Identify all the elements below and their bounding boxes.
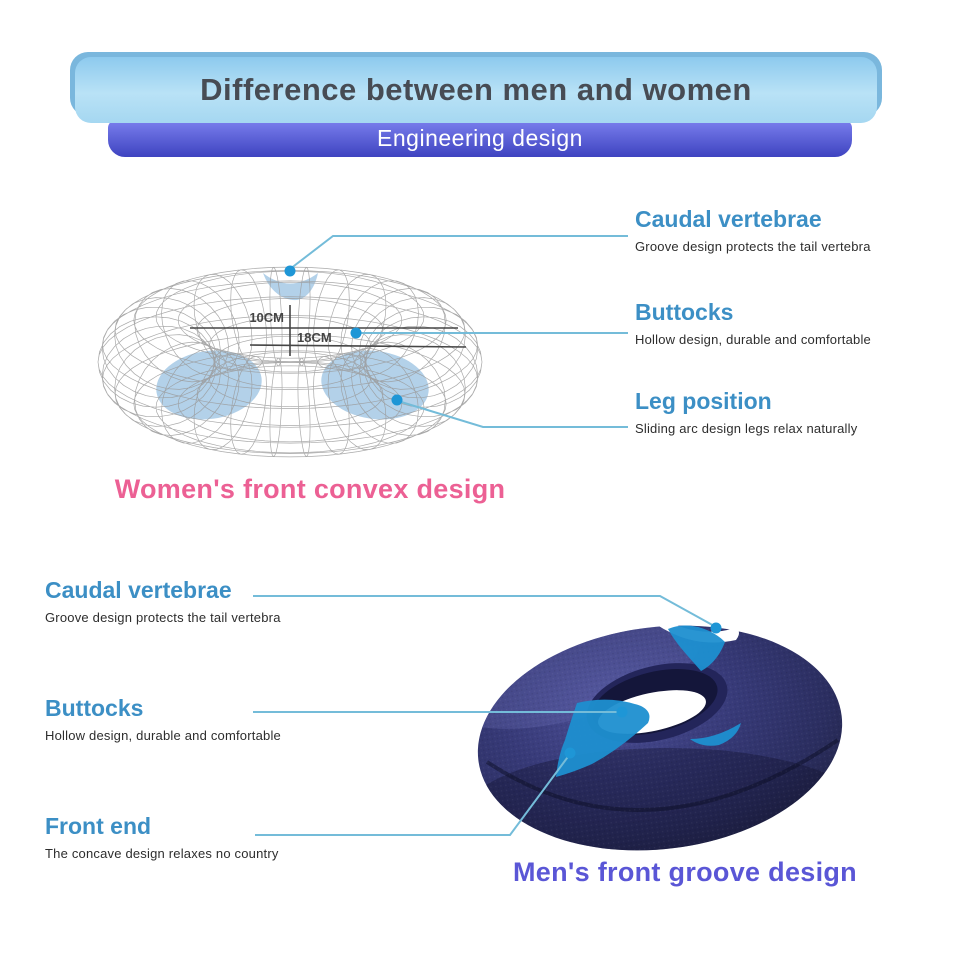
callout-desc: The concave design relaxes no country (45, 846, 279, 862)
callout-title: Caudal vertebrae (45, 577, 232, 603)
callout-buttocks-men: Buttocks Hollow design, durable and comf… (45, 696, 281, 743)
dimension-depth-label: 18CM (297, 330, 332, 345)
men-diagram-caption: Men's front groove design (513, 857, 857, 887)
leader-dot (564, 747, 576, 759)
leader-line (289, 235, 628, 270)
callout-title: Buttocks (45, 695, 144, 721)
banner-title: Difference between men and women (75, 57, 877, 123)
pressure-zone-left (156, 350, 262, 420)
leader-line (253, 595, 717, 628)
leader-dot (616, 706, 628, 718)
leader-line (255, 753, 571, 836)
women-diagram-caption: Women's front convex design (114, 474, 506, 504)
callout-desc: Hollow design, durable and comfortable (45, 728, 281, 744)
callout-title: Caudal vertebrae (635, 206, 822, 232)
leader-line (397, 400, 628, 428)
pressure-zone-right (321, 350, 429, 420)
tailbone-notch-highlight (263, 273, 318, 301)
men-cushion-photo (464, 614, 856, 871)
leader-dot (710, 622, 722, 634)
cyan-highlight-front (556, 699, 650, 777)
callout-title: Leg position (635, 388, 772, 414)
cyan-highlight-hole-edge (690, 723, 741, 746)
wireframe-mesh (97, 266, 483, 458)
callout-title: Front end (45, 813, 152, 839)
callout-desc: Sliding arc design legs relax naturally (635, 421, 858, 437)
callout-front-end-men: Front end The concave design relaxes no … (45, 814, 279, 861)
leader-dot (350, 327, 362, 339)
women-cushion-wireframe: 10CM 18CM (97, 266, 483, 458)
leader-lines (253, 235, 722, 836)
callout-caudal-vertebrae-men: Caudal vertebrae Groove design protects … (45, 578, 281, 625)
callout-title: Buttocks (635, 299, 734, 325)
dimension-line-depth (249, 344, 467, 348)
dimension-width-label: 10CM (249, 310, 284, 325)
callout-buttocks-women: Buttocks Hollow design, durable and comf… (635, 300, 871, 347)
cyan-highlight-tailbone (668, 625, 725, 671)
callout-desc: Groove design protects the tail vertebra (635, 239, 871, 255)
cushion-shading (464, 615, 856, 871)
banner-subtitle: Engineering design (108, 120, 852, 157)
leader-dot (284, 265, 296, 277)
callout-desc: Groove design protects the tail vertebra (45, 610, 281, 626)
callout-desc: Hollow design, durable and comfortable (635, 332, 871, 348)
callout-leg-position-women: Leg position Sliding arc design legs rel… (635, 389, 857, 436)
callout-caudal-vertebrae-women: Caudal vertebrae Groove design protects … (635, 207, 871, 254)
leader-dot (391, 394, 403, 406)
